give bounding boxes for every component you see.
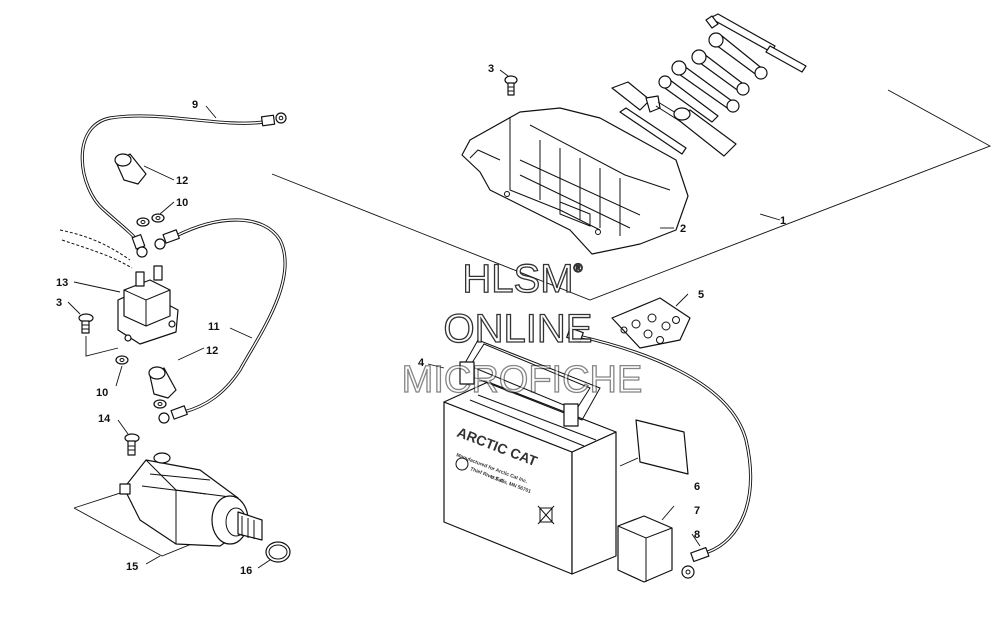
terminal-cap-upper: [114, 153, 147, 185]
starter-solenoid: [59, 229, 179, 345]
callout-11: 11: [208, 321, 220, 333]
callout-15: 15: [126, 561, 138, 573]
watermark-line-3: MICROFICHE: [402, 359, 643, 401]
battery-label-sticker: [635, 419, 689, 475]
callout-9: 9: [192, 99, 198, 111]
callout-7: 7: [694, 505, 700, 517]
leader-lines: [67, 69, 781, 569]
battery-cable-9: [80, 112, 287, 258]
battery-fine-print-3: U.S.A.: [489, 474, 505, 485]
callout-8: 8: [694, 529, 700, 541]
watermark: HLSM ® ONLINE MICROFICHE: [401, 256, 643, 401]
watermark-line-1: HLSM: [462, 257, 573, 301]
starter-cable-11: [154, 218, 287, 424]
terminal-nut-lower: [115, 355, 167, 409]
terminal-cap-lower: [148, 366, 177, 399]
callout-3-tray-screw: 3: [488, 63, 494, 75]
callout-10-lower: 10: [96, 387, 108, 399]
tool-kit-group: [271, 13, 992, 301]
solenoid-screw: [78, 313, 94, 334]
callout-12-lower: 12: [206, 345, 218, 357]
positive-battery-cable: [566, 327, 753, 579]
callout-10-upper: 10: [176, 197, 188, 209]
callout-6: 6: [694, 481, 700, 493]
battery-foam-pad: [617, 515, 673, 583]
tool-tray: [461, 107, 689, 255]
kit-bracket-lines: [271, 89, 992, 301]
starter-mounting-screw: [124, 433, 140, 456]
watermark-line-2: ONLINE: [444, 307, 593, 351]
callout-16: 16: [240, 565, 252, 577]
callout-4: 4: [418, 357, 425, 369]
callout-12-upper: 12: [176, 175, 188, 187]
callout-14: 14: [98, 413, 111, 425]
watermark-reg-mark: ®: [574, 261, 583, 275]
battery: ARCTIC CAT Manufactured for Arctic Cat I…: [443, 339, 617, 575]
starter-motor: [73, 452, 263, 557]
tray-screw: [504, 75, 518, 96]
disposal-icon: [537, 505, 555, 525]
battery-hardware-kit: [611, 297, 691, 349]
callout-numbers: 1 2 3 3 4 5 6 7 8 9 10 10 11 12 12 13 14…: [56, 63, 786, 577]
starter-o-ring: [265, 541, 291, 563]
callout-5: 5: [698, 289, 704, 301]
callout-13: 13: [56, 277, 68, 289]
solenoid-bracket-line: [85, 336, 119, 357]
callout-2: 2: [680, 223, 686, 235]
terminal-nut-upper: [136, 213, 165, 227]
hand-tools: [611, 13, 807, 157]
callout-1: 1: [780, 215, 786, 227]
callout-3-solenoid-screw: 3: [56, 297, 62, 309]
recycle-icon: [455, 457, 469, 471]
